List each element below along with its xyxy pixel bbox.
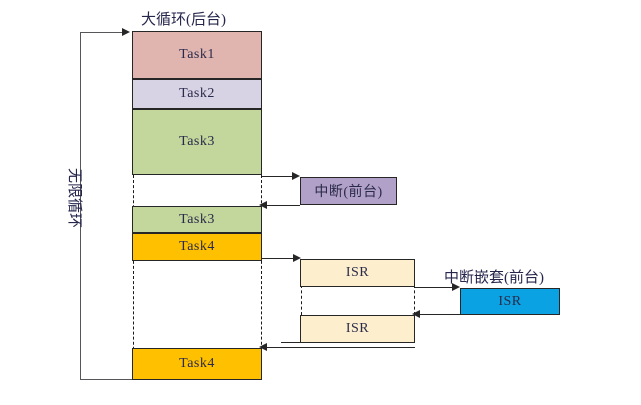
arrow-from-interrupt-head-icon bbox=[259, 201, 267, 209]
arrow-isr-to-task4-line bbox=[266, 347, 415, 349]
interrupt-box-label: 中断(前台) bbox=[314, 185, 383, 200]
arrow-from-nested-isr-head-icon bbox=[412, 310, 420, 318]
task-box-label: Task1 bbox=[179, 47, 215, 62]
arrow-to-interrupt-line bbox=[262, 176, 295, 178]
nested-isr-box: ISR bbox=[460, 288, 560, 315]
task-box-task3-lower: Task3 bbox=[132, 206, 262, 233]
infinite-loop-label: 无限循环 bbox=[66, 168, 82, 229]
loop-bracket-arrowhead-icon bbox=[122, 28, 130, 36]
task-box-task3-upper: Task3 bbox=[132, 109, 262, 175]
arrow-isr-to-task4-head-icon bbox=[259, 343, 267, 351]
nested-isr-box-label: ISR bbox=[498, 293, 522, 309]
isr-guide-left bbox=[301, 285, 302, 315]
isr-lower-left-connector bbox=[281, 342, 301, 344]
task-box-label: Task3 bbox=[179, 134, 215, 149]
timeline-guide-right bbox=[261, 175, 262, 375]
arrow-to-nested-isr-line bbox=[415, 287, 456, 289]
loop-bracket-vertical bbox=[80, 32, 82, 380]
task-box-label: Task4 bbox=[179, 356, 215, 371]
task-box-task4-upper: Task4 bbox=[132, 233, 262, 261]
task-box-label: Task4 bbox=[179, 239, 215, 254]
isr-box-label: ISR bbox=[345, 265, 370, 280]
isr-box-upper: ISR bbox=[300, 259, 415, 287]
arrow-from-nested-isr-line bbox=[419, 314, 510, 316]
interrupt-box: 中断(前台) bbox=[300, 177, 397, 205]
task-box-label: Task3 bbox=[179, 211, 215, 227]
loop-bracket-top bbox=[80, 32, 123, 34]
isr-box-lower: ISR bbox=[300, 315, 415, 343]
arrow-from-nested-isr-riser bbox=[509, 314, 511, 316]
isr-guide-right bbox=[414, 285, 415, 315]
arrow-to-interrupt-head-icon bbox=[292, 172, 300, 180]
background-loop-title: 大循环(后台) bbox=[141, 12, 226, 28]
arrow-task4-to-isr-line bbox=[262, 258, 296, 260]
isr-box-label: ISR bbox=[345, 321, 370, 336]
arrow-to-nested-isr-head-icon bbox=[452, 283, 460, 291]
loop-bracket-bottom bbox=[80, 379, 133, 381]
arrow-task4-to-isr-head-icon bbox=[293, 254, 301, 262]
timeline-guide-left bbox=[133, 175, 134, 375]
task-box-task1: Task1 bbox=[132, 31, 262, 79]
arrow-from-interrupt-line bbox=[266, 205, 300, 207]
task-box-label: Task2 bbox=[179, 86, 215, 101]
task-box-task4-lower: Task4 bbox=[132, 348, 262, 380]
nested-interrupt-title: 中断嵌套(前台) bbox=[444, 270, 544, 286]
task-box-task2: Task2 bbox=[132, 79, 262, 109]
